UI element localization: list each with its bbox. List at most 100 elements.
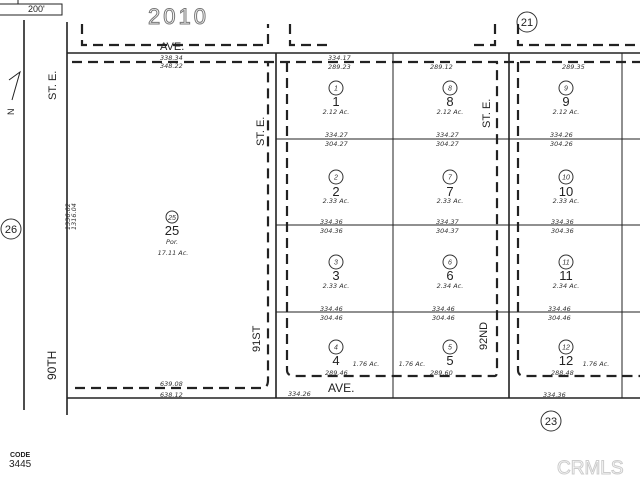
lot-circle-number: 10: [562, 175, 570, 182]
svg-text:304.26: 304.26: [550, 140, 573, 148]
svg-text:289.12: 289.12: [430, 63, 453, 71]
svg-text:304.46: 304.46: [548, 314, 571, 322]
lot-circle: [442, 169, 458, 185]
svg-text:638.12: 638.12: [160, 391, 183, 399]
lot-circle-number: 7: [448, 175, 453, 182]
svg-text:289.23: 289.23: [328, 63, 351, 71]
lot-circle-number: 5: [448, 345, 452, 352]
svg-text:334.36: 334.36: [551, 218, 574, 226]
svg-text:348.22: 348.22: [160, 62, 183, 70]
svg-text:289.46: 289.46: [325, 369, 348, 377]
lot-circle-number: 2: [333, 175, 338, 182]
lot-acreage: 1.76 Ac.: [583, 360, 610, 368]
lot-1[interactable]: 112.12 Ac.: [323, 80, 350, 116]
lots: 112.12 Ac.882.12 Ac.992.12 Ac.222.33 Ac.…: [323, 80, 610, 368]
scale-label: 200': [28, 4, 45, 14]
parcel-acreage: 17.11 Ac.: [158, 249, 189, 257]
svg-text:304.27: 304.27: [436, 140, 460, 148]
svg-text:289.60: 289.60: [430, 369, 453, 377]
lot-circle-number: 11: [562, 260, 569, 267]
svg-text:334.46: 334.46: [548, 305, 571, 313]
lot-number: 11: [559, 268, 573, 283]
lot-circle: [442, 254, 458, 270]
svg-text:304.46: 304.46: [432, 314, 455, 322]
svg-text:334.46: 334.46: [432, 305, 455, 313]
lot-acreage: 2.34 Ac.: [553, 282, 580, 290]
svg-text:N: N: [6, 109, 16, 116]
lot-circle-number: 4: [334, 345, 338, 352]
lot-circle-number: 12: [562, 345, 570, 352]
lot-circle-number: 6: [448, 260, 452, 267]
svg-text:334.26: 334.26: [288, 390, 311, 398]
lot-number: 5: [446, 353, 453, 368]
lot-circle: [328, 80, 344, 96]
lot-acreage: 2.34 Ac.: [437, 282, 464, 290]
lot-number: 1: [332, 94, 339, 109]
lot-acreage: 2.33 Ac.: [323, 197, 350, 205]
parcel-25[interactable]: 25 25 Por. 17.11 Ac.: [158, 210, 189, 257]
lot-circle: [558, 254, 574, 270]
lot-2[interactable]: 222.33 Ac.: [323, 169, 350, 205]
lot-number: 7: [446, 184, 453, 199]
svg-text:1336.02: 1336.02: [64, 203, 72, 230]
adjacent-parcel-26: 26: [0, 218, 22, 240]
road-centerlines: [72, 24, 640, 390]
svg-text:334.27: 334.27: [325, 131, 349, 139]
svg-text:304.46: 304.46: [320, 314, 343, 322]
dimension-labels: 338.34 348.22 639.08 638.12 1336.02 1 3 1 6…: [64, 54, 585, 399]
lot-circle: [558, 339, 574, 355]
lot-acreage: 2.12 Ac.: [323, 108, 350, 116]
svg-text:288.48: 288.48: [551, 369, 574, 377]
lot-number: 12: [559, 353, 573, 368]
lot-acreage: 2.12 Ac.: [437, 108, 464, 116]
svg-text:25: 25: [167, 215, 176, 222]
lot-circle-number: 8: [448, 86, 452, 93]
street-left-st: ST. E.: [47, 71, 59, 100]
adjacent-parcel-23: 23: [540, 410, 562, 432]
lot-6[interactable]: 662.34 Ac.: [437, 254, 464, 290]
street-top-ave: AVE.: [160, 41, 184, 53]
svg-text:334.37: 334.37: [436, 218, 460, 226]
lot-8[interactable]: 882.12 Ac.: [437, 80, 464, 116]
lot-acreage: 2.33 Ac.: [323, 282, 350, 290]
lot-5[interactable]: 551.76 Ac.: [399, 339, 458, 368]
lot-circle: [328, 339, 344, 355]
svg-text:304.36: 304.36: [320, 227, 343, 235]
svg-text:639.08: 639.08: [160, 380, 183, 388]
scale-bar: 200': [0, 0, 63, 16]
svg-text:334.17: 334.17: [328, 54, 352, 62]
lot-3[interactable]: 332.33 Ac.: [323, 254, 350, 290]
north-arrow-icon: N: [6, 70, 21, 116]
adjacent-parcel-21: 21: [516, 11, 538, 33]
svg-text:304.27: 304.27: [325, 140, 349, 148]
svg-text:21: 21: [521, 17, 533, 29]
street-right-st: ST. E.: [481, 99, 493, 128]
parcel-number: 25: [165, 223, 179, 238]
lot-number: 8: [446, 94, 453, 109]
lot-circle: [328, 169, 344, 185]
street-92nd: 92ND: [478, 322, 490, 350]
svg-text:338.34: 338.34: [160, 54, 183, 62]
lot-number: 2: [332, 184, 339, 199]
svg-text:334.27: 334.27: [436, 131, 460, 139]
lot-number: 3: [332, 268, 339, 283]
lot-circle: [442, 80, 458, 96]
street-91st: 91ST: [251, 325, 263, 352]
lot-9[interactable]: 992.12 Ac.: [553, 80, 580, 116]
boundary-lines: [23, 20, 640, 415]
lot-acreage: 2.33 Ac.: [437, 197, 464, 205]
code-label: CODE: [10, 452, 31, 459]
lot-7[interactable]: 772.33 Ac.: [437, 169, 464, 205]
parcel-note: Por.: [166, 238, 178, 246]
svg-text:304.37: 304.37: [436, 227, 460, 235]
code-value: 3445: [9, 459, 32, 470]
svg-text:26: 26: [5, 224, 17, 236]
lot-acreage: 2.12 Ac.: [553, 108, 580, 116]
lot-circle-number: 1: [334, 86, 338, 93]
lot-number: 6: [446, 268, 453, 283]
svg-text:334.36: 334.36: [320, 218, 343, 226]
